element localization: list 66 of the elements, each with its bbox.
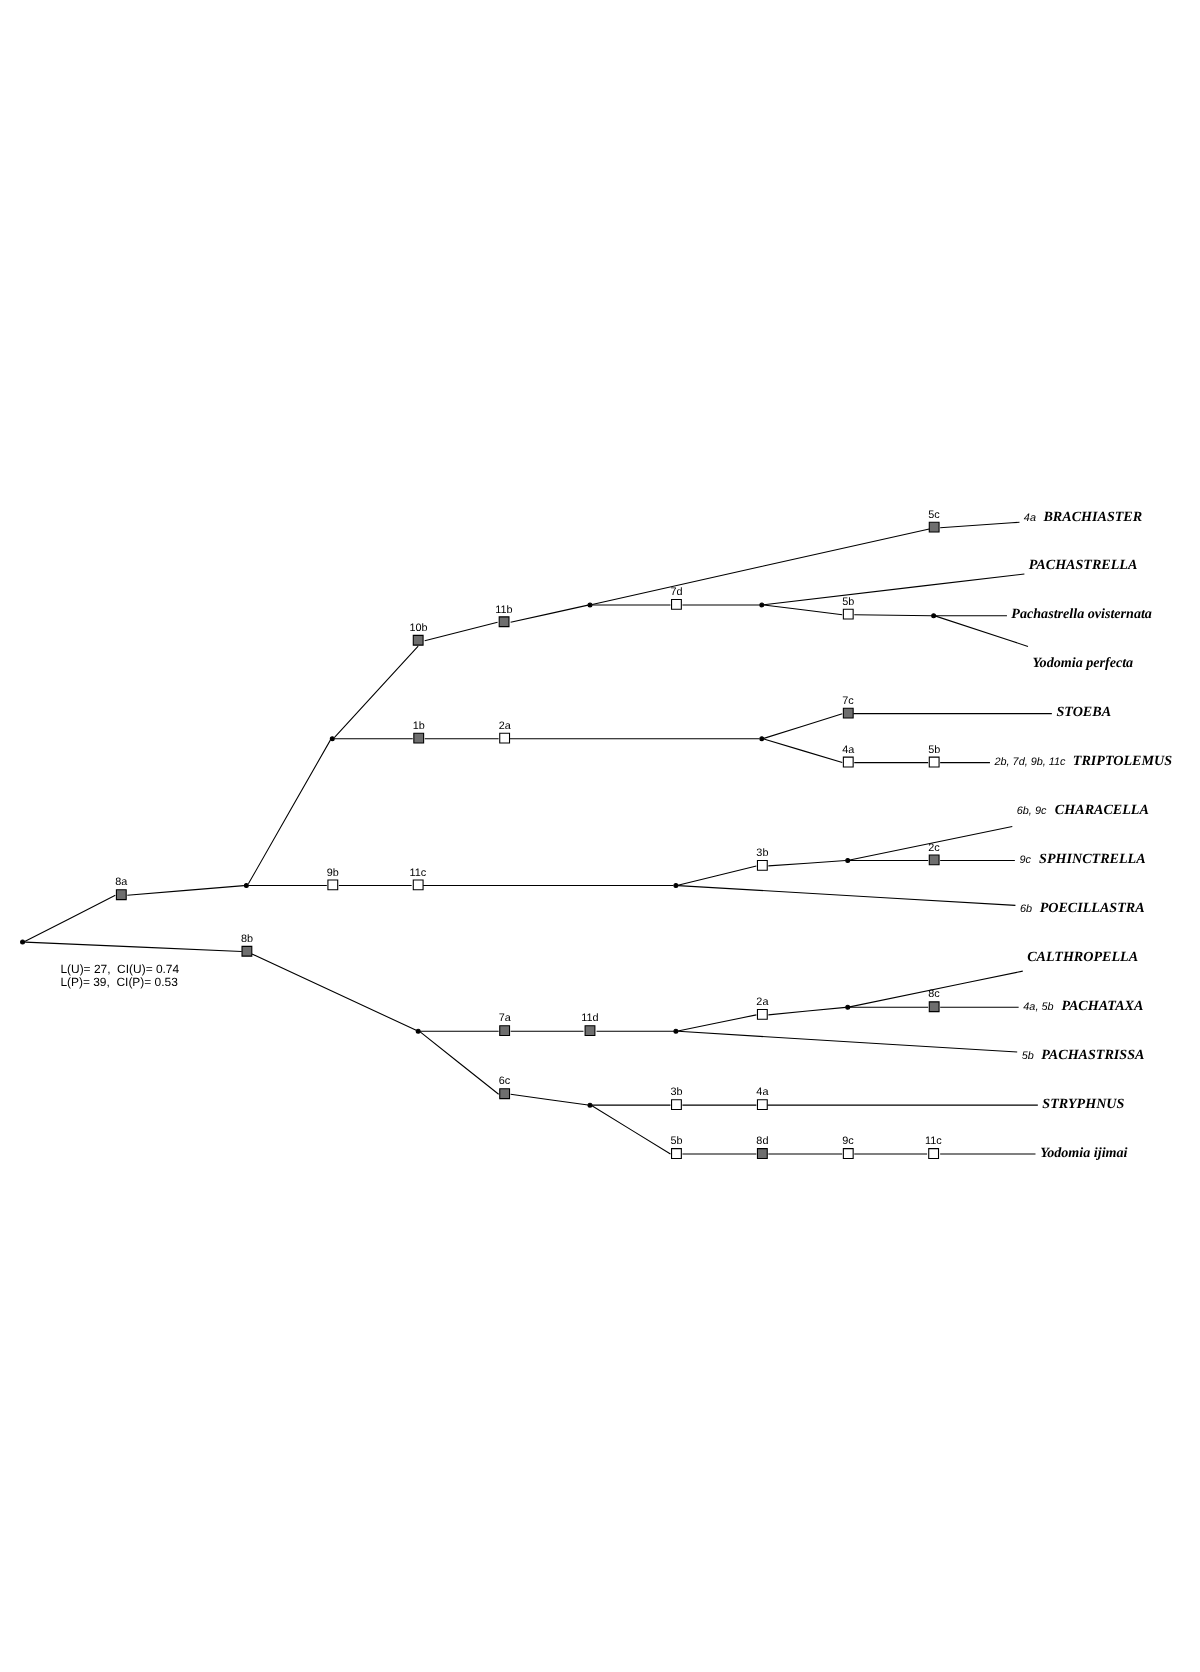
connector	[333, 645, 419, 739]
connector	[763, 713, 843, 739]
connector	[677, 1014, 757, 1032]
node-point	[673, 882, 679, 888]
node-point	[759, 602, 765, 608]
node-point	[329, 736, 335, 742]
node-point	[845, 1004, 851, 1010]
node-point	[587, 1102, 593, 1108]
connector	[939, 762, 991, 764]
connector	[595, 1030, 675, 1032]
connector	[681, 1153, 757, 1155]
connector	[424, 621, 499, 642]
node-point	[415, 1028, 421, 1034]
node-point	[759, 736, 765, 742]
connector	[681, 1104, 757, 1106]
connector	[853, 762, 929, 764]
connector	[251, 953, 417, 1031]
node-point	[20, 939, 26, 945]
connector	[677, 865, 757, 886]
connector	[939, 859, 1016, 861]
connector	[510, 604, 589, 623]
connector	[853, 1153, 928, 1155]
connector	[849, 1006, 929, 1008]
connector	[424, 738, 500, 740]
connector	[767, 860, 847, 867]
connector	[510, 1030, 584, 1032]
connector	[419, 1031, 500, 1095]
connector	[849, 970, 1024, 1008]
node-point	[845, 857, 851, 863]
connector	[852, 713, 1053, 715]
node-point	[931, 613, 937, 619]
connector	[939, 1153, 1037, 1155]
connector	[677, 1030, 1018, 1053]
connector	[591, 1104, 671, 1106]
node-point	[243, 882, 249, 888]
connector	[591, 604, 671, 606]
connector	[939, 521, 1021, 529]
connector	[763, 738, 843, 764]
connector	[247, 739, 331, 885]
connector	[419, 1030, 500, 1032]
connector	[247, 884, 328, 887]
connector	[849, 859, 929, 861]
connector	[126, 885, 245, 896]
connector	[767, 1153, 843, 1155]
connector	[338, 884, 413, 887]
connector	[677, 885, 1016, 906]
connector	[763, 604, 843, 616]
connector	[591, 528, 930, 605]
node-point	[673, 1028, 679, 1034]
connector	[509, 738, 760, 740]
connector	[333, 738, 414, 740]
connector	[935, 615, 1008, 617]
connector	[24, 941, 243, 953]
connector	[763, 573, 1025, 606]
connector	[766, 1104, 1039, 1106]
node-point	[587, 602, 593, 608]
connector	[510, 1093, 589, 1106]
connector	[681, 604, 761, 606]
connector	[935, 615, 1029, 647]
connector	[939, 1006, 1020, 1008]
connector	[853, 614, 933, 617]
connector	[422, 884, 674, 887]
connector	[24, 894, 116, 943]
connector	[849, 825, 1013, 861]
connector	[767, 1006, 847, 1016]
connector	[591, 1105, 671, 1155]
